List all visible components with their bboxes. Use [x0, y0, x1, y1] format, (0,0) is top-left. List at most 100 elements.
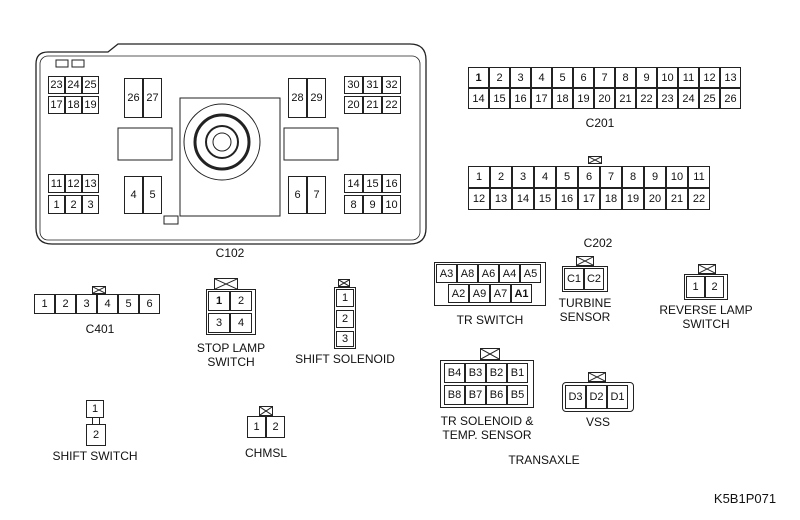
shift-switch-neck [92, 418, 100, 424]
pin: 18 [65, 96, 82, 114]
pin: 17 [578, 188, 600, 210]
pin: 3 [208, 313, 230, 333]
pin: 14 [344, 174, 363, 193]
pin: C2 [584, 268, 604, 290]
pin: 12 [65, 174, 82, 193]
c102-block-top-right-row1: 30 31 32 [344, 76, 401, 94]
c102-bolt-outer [183, 103, 261, 181]
c202-latch [588, 156, 602, 164]
pin: D3 [565, 385, 586, 409]
pin: 2 [266, 416, 285, 438]
c102-blank-slot [283, 127, 339, 161]
pin: 25 [82, 76, 99, 94]
pin: 2 [336, 310, 354, 328]
pin: 6 [139, 294, 160, 314]
pin: 15 [363, 174, 382, 193]
stop-lamp-row2: 3 4 [208, 313, 252, 333]
pin: 14 [468, 88, 489, 109]
pin: 20 [594, 88, 615, 109]
pin: A6 [478, 264, 499, 283]
chmsl-label: CHMSL [244, 446, 287, 460]
pin: B6 [486, 385, 507, 405]
pin: 4 [534, 166, 556, 188]
pin: 1 [686, 276, 705, 298]
pin: 13 [720, 67, 741, 88]
pin: 1 [34, 294, 55, 314]
pin: 2 [230, 291, 252, 311]
c201-label: C201 [585, 116, 615, 130]
pin: 7 [600, 166, 622, 188]
pin: 27 [143, 78, 162, 118]
chmsl-latch [259, 406, 273, 416]
pin: 26 [720, 88, 741, 109]
c102-tab [55, 59, 69, 68]
pin: 22 [382, 96, 401, 114]
pin: D1 [607, 385, 628, 409]
pin: 28 [288, 78, 307, 118]
pin: 22 [636, 88, 657, 109]
pin: 6 [578, 166, 600, 188]
pin: 1 [208, 291, 230, 311]
pin: 8 [615, 67, 636, 88]
pin: 30 [344, 76, 363, 94]
pin: 4 [97, 294, 118, 314]
pin: 5 [118, 294, 139, 314]
pin: 23 [657, 88, 678, 109]
pin: 18 [552, 88, 573, 109]
c202-label: C202 [583, 236, 613, 250]
c102-block-top-right-row2: 20 21 22 [344, 96, 401, 114]
transaxle-label: TRANSAXLE [508, 453, 580, 467]
c102-bolt-inner [205, 125, 239, 159]
pin: 21 [666, 188, 688, 210]
turbine-row: C1 C2 [564, 268, 604, 290]
tr-switch-label: TR SWITCH [456, 313, 524, 327]
pin: 5 [552, 67, 573, 88]
pin: 9 [363, 195, 382, 214]
c102-block-bottom-right-row2: 8 9 10 [344, 195, 401, 214]
pin: 25 [699, 88, 720, 109]
reverse-lamp-label: REVERSE LAMP SWITCH [659, 303, 753, 331]
pin: 31 [363, 76, 382, 94]
c102-housing [35, 43, 427, 245]
pin: 11 [688, 166, 710, 188]
turbine-label: TURBINE SENSOR [558, 296, 612, 324]
pin: 10 [657, 67, 678, 88]
pin: A3 [436, 264, 457, 283]
pin: B5 [507, 385, 528, 405]
c102-block-top-left-row1: 23 24 25 [48, 76, 99, 94]
reverse-lamp-latch [698, 264, 716, 274]
pin: 1 [48, 195, 65, 214]
pin: 3 [76, 294, 97, 314]
pin: A5 [520, 264, 541, 283]
c401-latch [92, 286, 106, 294]
pin: 2 [65, 195, 82, 214]
pin: A9 [469, 284, 490, 303]
pin: 3 [512, 166, 534, 188]
pin: 17 [48, 96, 65, 114]
pin: 2 [490, 166, 512, 188]
pin: 29 [307, 78, 326, 118]
c102-bolt-mid [193, 113, 251, 171]
c102-block-28-29: 28 29 [288, 78, 326, 118]
c102-block-bottom-left-row2: 1 2 3 [48, 195, 99, 214]
c102-block-6-7: 6 7 [288, 176, 326, 214]
pin: 14 [512, 188, 534, 210]
pin: A7 [490, 284, 511, 303]
pin: B3 [465, 363, 486, 383]
c102-bolt-core [212, 132, 232, 152]
pin: 2 [705, 276, 724, 298]
pin: 4 [531, 67, 552, 88]
c102-label: C102 [215, 246, 245, 260]
pin: 32 [382, 76, 401, 94]
pin: 7 [594, 67, 615, 88]
c102-tab [71, 59, 85, 68]
c102-block-bottom-left-row1: 11 12 13 [48, 174, 99, 193]
pin: 19 [622, 188, 644, 210]
stop-lamp-label: STOP LAMP SWITCH [196, 341, 266, 369]
pin: 9 [644, 166, 666, 188]
